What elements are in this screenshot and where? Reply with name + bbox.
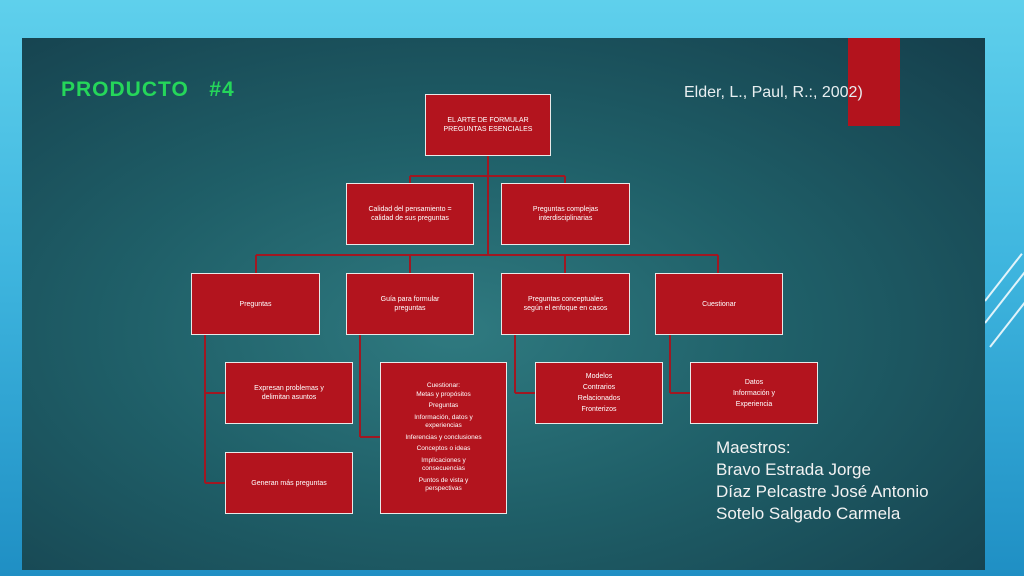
box-preguntas-conceptuales: Preguntas conceptuales según el enfoque … xyxy=(501,273,630,335)
box-text: Datos xyxy=(744,378,764,386)
box-modelos-lista: Modelos Contrarios Relacionados Fronteri… xyxy=(535,362,663,424)
box-text: calidad de sus preguntas xyxy=(371,215,449,222)
slide-title: PRODUCTO #4 xyxy=(61,78,235,101)
diagram-root-box: EL ARTE DE FORMULAR PREGUNTAS ESENCIALES xyxy=(425,94,551,156)
box-text: Puntos de vista y xyxy=(418,476,469,484)
box-text: Fronterizos xyxy=(581,406,617,413)
box-text: Relacionados xyxy=(577,395,621,402)
box-text: Generan más preguntas xyxy=(251,479,327,487)
box-text: interdisciplinarias xyxy=(538,215,593,222)
box-text: EL ARTE DE FORMULAR xyxy=(447,117,529,124)
box-cuestionar-lista: Cuestionar: Metas y propósitos Preguntas… xyxy=(380,362,507,514)
box-text: según el enfoque en casos xyxy=(523,305,608,312)
teachers-block: Maestros: Bravo Estrada Jorge Díaz Pelca… xyxy=(716,437,929,525)
teacher-name: Sotelo Salgado Carmela xyxy=(716,504,901,523)
box-text: Conceptos o ideas xyxy=(416,445,471,453)
box-text: Implicaciones y xyxy=(421,456,466,464)
box-text: Contrarios xyxy=(582,384,616,391)
box-text: perspectivas xyxy=(425,485,462,493)
box-text: Metas y propósitos xyxy=(416,390,471,398)
box-text: Información y xyxy=(732,389,776,397)
box-text: PREGUNTAS ESENCIALES xyxy=(443,126,533,133)
box-calidad-pensamiento: Calidad del pensamiento = calidad de sus… xyxy=(346,183,474,245)
box-text: Modelos xyxy=(585,373,613,380)
box-text: Cuestionar: xyxy=(426,382,461,390)
box-guia-formular: Guía para formular preguntas xyxy=(346,273,474,335)
box-text: Calidad del pensamiento = xyxy=(368,206,452,213)
box-text: Preguntas xyxy=(428,402,459,410)
box-preguntas-complejas: Preguntas complejas interdisciplinarias xyxy=(501,183,630,245)
box-text: Información, datos y xyxy=(414,413,473,421)
box-text: Expresan problemas y xyxy=(254,385,324,392)
box-text: Inferencias y conclusiones xyxy=(405,433,482,441)
citation: Elder, L., Paul, R.:, 2002) xyxy=(684,84,863,101)
box-text: Preguntas xyxy=(239,300,272,308)
box-preguntas: Preguntas xyxy=(191,273,320,335)
box-expresan-problemas: Expresan problemas y delimitan asuntos xyxy=(225,362,353,424)
teacher-name: Díaz Pelcastre José Antonio xyxy=(716,482,929,501)
teacher-name: Bravo Estrada Jorge xyxy=(716,460,871,479)
box-text: Experiencia xyxy=(735,400,773,408)
accent-bar xyxy=(848,38,900,126)
box-cuestionar: Cuestionar xyxy=(655,273,783,335)
box-text: Guía para formular xyxy=(380,296,440,303)
box-text: consecuencias xyxy=(422,465,465,473)
box-text: delimitan asuntos xyxy=(261,394,317,401)
box-datos-lista: Datos Información y Experiencia xyxy=(690,362,818,424)
box-text: preguntas xyxy=(394,305,426,312)
box-text: Preguntas conceptuales xyxy=(527,296,604,303)
box-text: experiencias xyxy=(425,422,462,430)
box-text: Preguntas complejas xyxy=(532,206,599,213)
teachers-heading: Maestros: xyxy=(716,438,791,457)
box-text: Cuestionar xyxy=(702,300,736,308)
box-generan-preguntas: Generan más preguntas xyxy=(225,452,353,514)
